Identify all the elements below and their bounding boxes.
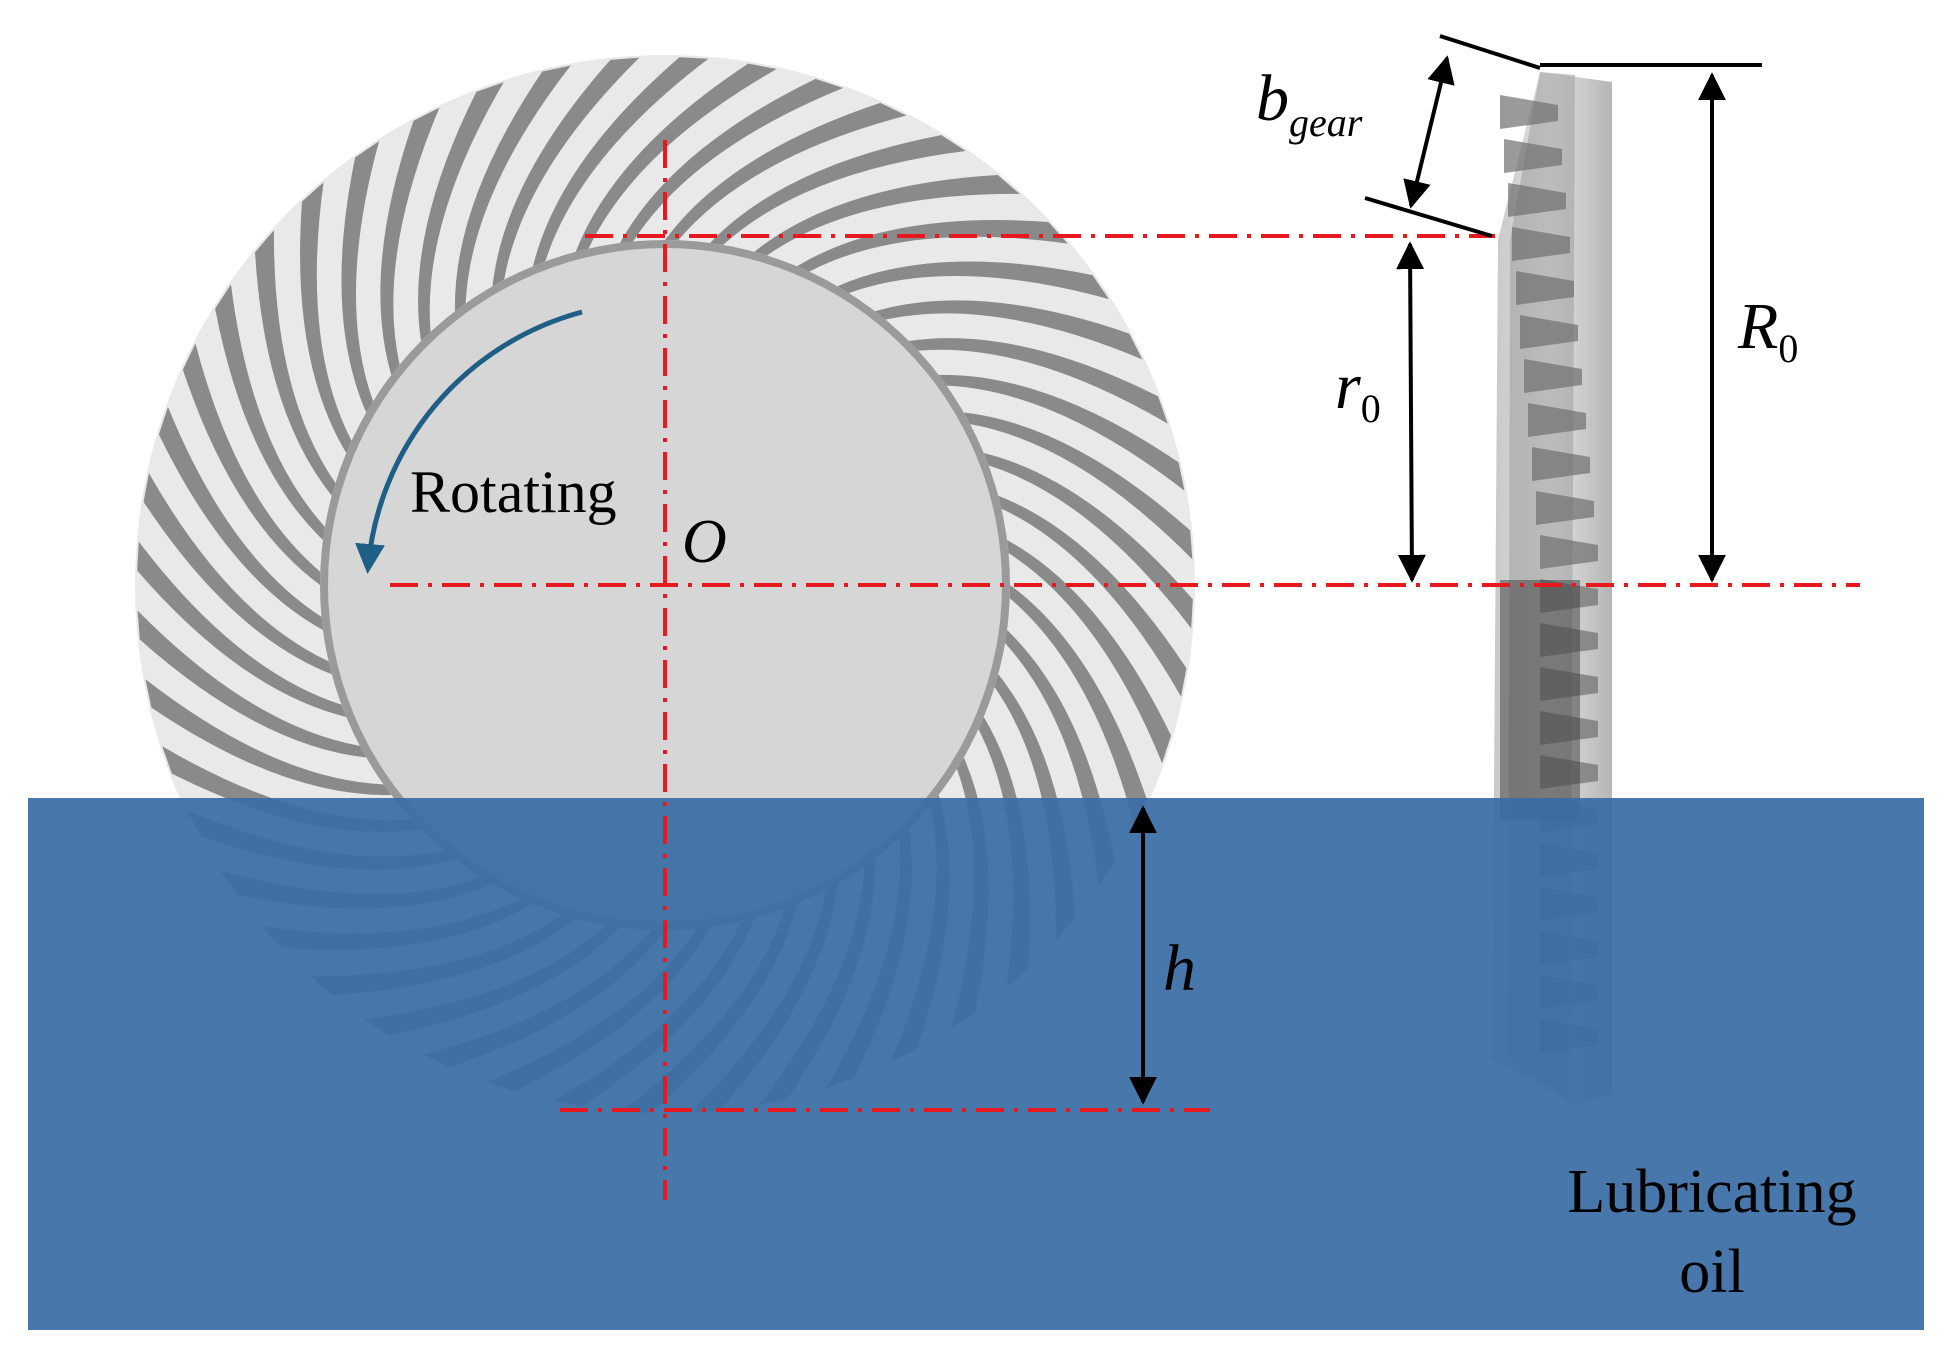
center-lines	[390, 140, 1860, 1200]
gear-tooth-groove	[215, 284, 325, 540]
gear-tooth-groove	[255, 230, 336, 496]
gear-tooth-groove	[754, 175, 1020, 256]
rotating-label: Rotating	[410, 459, 617, 525]
gear-side-tooth	[1520, 315, 1578, 349]
gear-tooth-groove	[137, 541, 347, 718]
gear-tooth-groove	[665, 102, 907, 241]
gear-tooth-groove	[797, 220, 1068, 272]
gear-tooth-groove	[710, 135, 966, 245]
gear-tooth-groove	[492, 57, 640, 287]
h-symbol: h	[1163, 932, 1196, 1005]
gear-side-tooth	[1524, 359, 1582, 393]
gear-side-dark-band	[1500, 580, 1580, 820]
origin-label: O	[682, 508, 727, 576]
b-gear-dimension-arrow	[1403, 55, 1455, 209]
gear-tooth-groove	[532, 57, 709, 267]
b-gear-extension-bottom	[1364, 196, 1493, 238]
gear-tooth-groove	[143, 473, 332, 675]
gear-tooth-groove	[300, 182, 352, 453]
R0-symbol: R0	[1737, 290, 1798, 371]
gear-tooth-groove	[908, 338, 1168, 424]
oil-label-line1: Lubricating	[1567, 1158, 1856, 1226]
gear-side-tooth	[1500, 95, 1558, 129]
b-gear-symbol: bgear	[1256, 62, 1363, 145]
b-gear-extension-top	[1439, 34, 1541, 70]
gear-side-tooth	[1532, 447, 1590, 481]
gear-tooth-groove	[380, 107, 440, 375]
gear-tooth-groove	[875, 300, 1143, 360]
dimension-lines	[1129, 34, 1762, 1105]
gear-side-tooth	[1508, 183, 1566, 217]
gear-tooth-groove	[418, 82, 504, 342]
gear-tooth-groove	[145, 679, 392, 796]
oil-label-line2: oil	[1679, 1238, 1744, 1306]
rotation-arrow-icon	[355, 309, 583, 574]
gear-tooth-groove	[837, 261, 1109, 300]
r0-dimension-arrow	[1396, 241, 1426, 583]
gear-side-tooth	[1512, 227, 1570, 261]
gear-tooth-groove	[182, 343, 321, 585]
lubricating-oil-bath	[28, 798, 1924, 1330]
gear-tooth-groove	[158, 406, 323, 631]
gear-tooth-groove	[341, 141, 380, 413]
gear-side-tooth	[1504, 139, 1562, 173]
gear-tooth-groove	[454, 65, 571, 312]
gear-tooth-groove	[137, 610, 367, 758]
r0-symbol: r0	[1335, 350, 1381, 431]
gear-tooth-groove	[963, 412, 1193, 560]
gear-side-tooth	[1528, 403, 1586, 437]
gear-tooth-groove	[575, 63, 777, 252]
gear-side-tooth	[1516, 271, 1574, 305]
gear-tooth-groove	[619, 78, 844, 243]
gear-tooth-groove	[983, 452, 1193, 629]
gear-tooth-groove	[998, 495, 1187, 697]
gear-tooth-groove	[938, 374, 1185, 491]
gear-tooth-groove	[1007, 539, 1172, 764]
gear-side-tooth	[1536, 491, 1594, 525]
gear-side-tooth	[1540, 535, 1598, 569]
